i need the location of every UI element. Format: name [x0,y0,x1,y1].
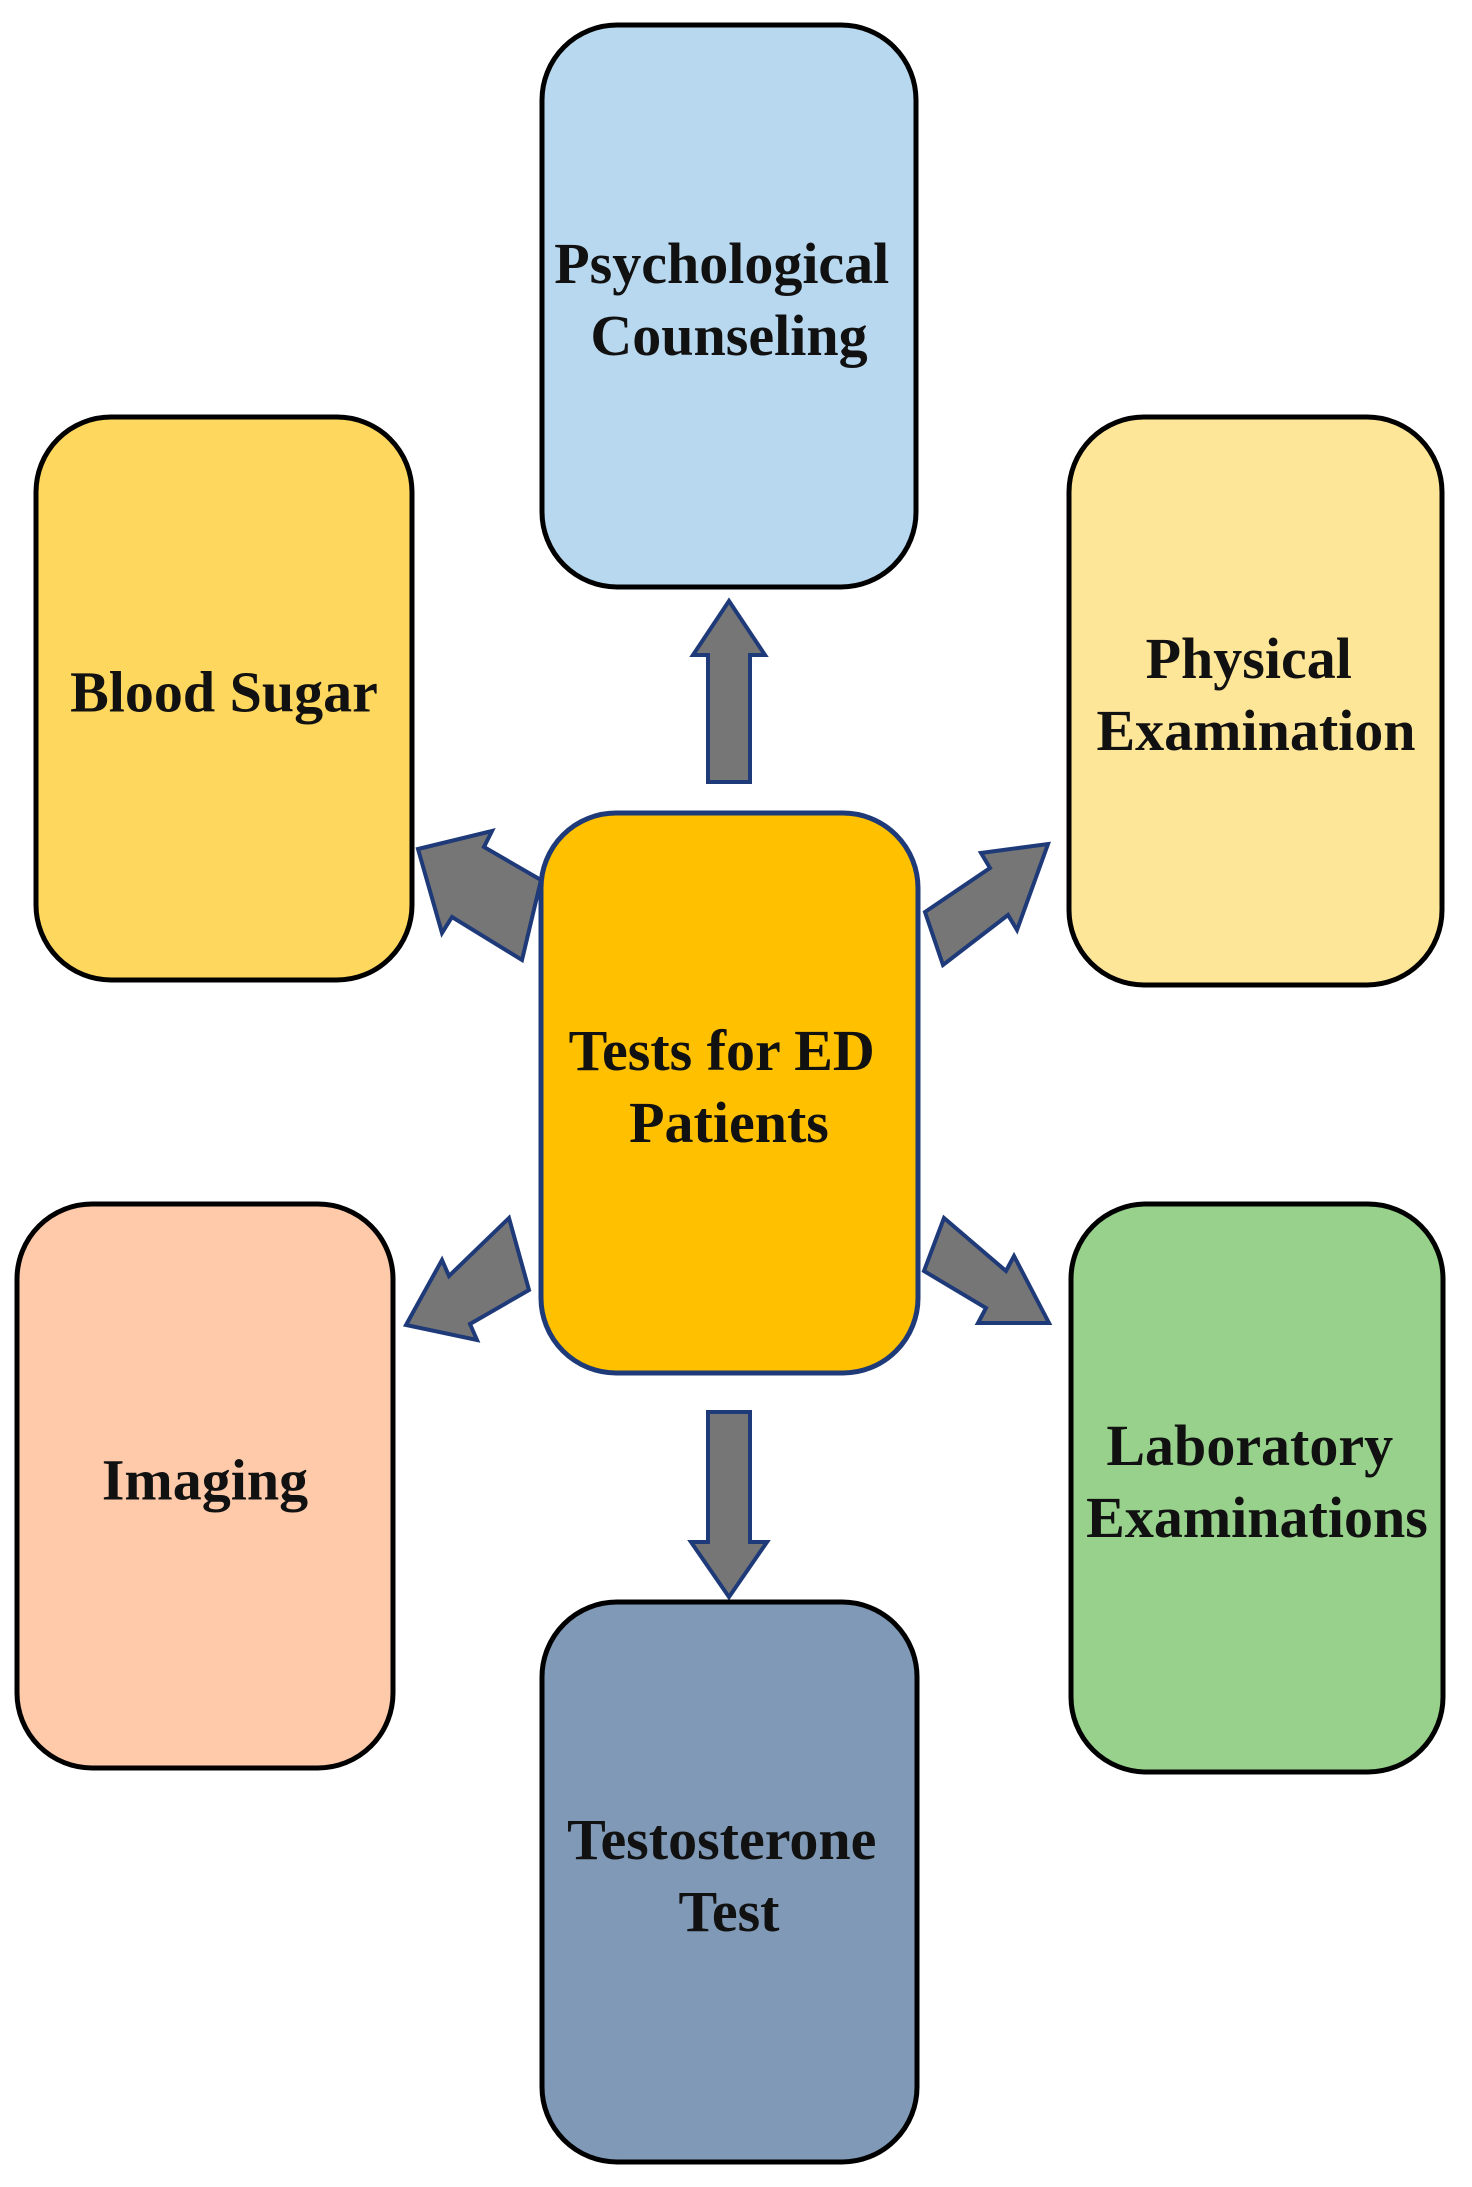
arrow-shape [921,1214,1053,1325]
node-label: Laboratory Examinations [1086,1413,1428,1550]
arrow-shape [415,828,544,964]
center-label: Tests for ED Patients [569,1018,890,1155]
arrow-shape [687,1410,771,1601]
node-label: Blood Sugar [70,659,378,724]
node-imaging: Imaging [14,1201,396,1771]
node-label: Imaging [102,1447,308,1512]
arrow-shape [402,1214,532,1343]
arrow-to-laboratory-examinations [921,1214,1053,1325]
node-psychological-counseling: Psychological Counseling [539,22,919,590]
node-physical-examination: Physical Examination [1066,414,1445,988]
arrow-shape [922,841,1051,969]
node-laboratory-examinations: Laboratory Examinations [1068,1201,1446,1775]
node-box [14,1201,396,1771]
node-box [33,414,415,983]
node-blood-sugar: Blood Sugar [33,414,415,983]
arrow-to-physical-examination [922,841,1051,969]
arrow-to-blood-sugar [415,828,544,964]
node-label: Physical Examination [1096,626,1415,763]
arrow-to-testosterone-test [687,1410,771,1601]
arrow-to-psychological-counseling [689,597,769,784]
node-label: Psychological Counseling [554,231,904,368]
node-testosterone-test: Testosterone Test [539,1599,920,2165]
node-box [539,22,919,590]
arrow-shape [689,597,769,784]
node-box [1068,1201,1446,1775]
node-tests-for-ed-patients: Tests for ED Patients [538,810,921,1376]
node-box [1066,414,1445,988]
node-label: Testosterone Test [567,1807,891,1944]
arrow-to-imaging [402,1214,532,1343]
center-box [538,810,921,1376]
node-box [539,1599,920,2165]
